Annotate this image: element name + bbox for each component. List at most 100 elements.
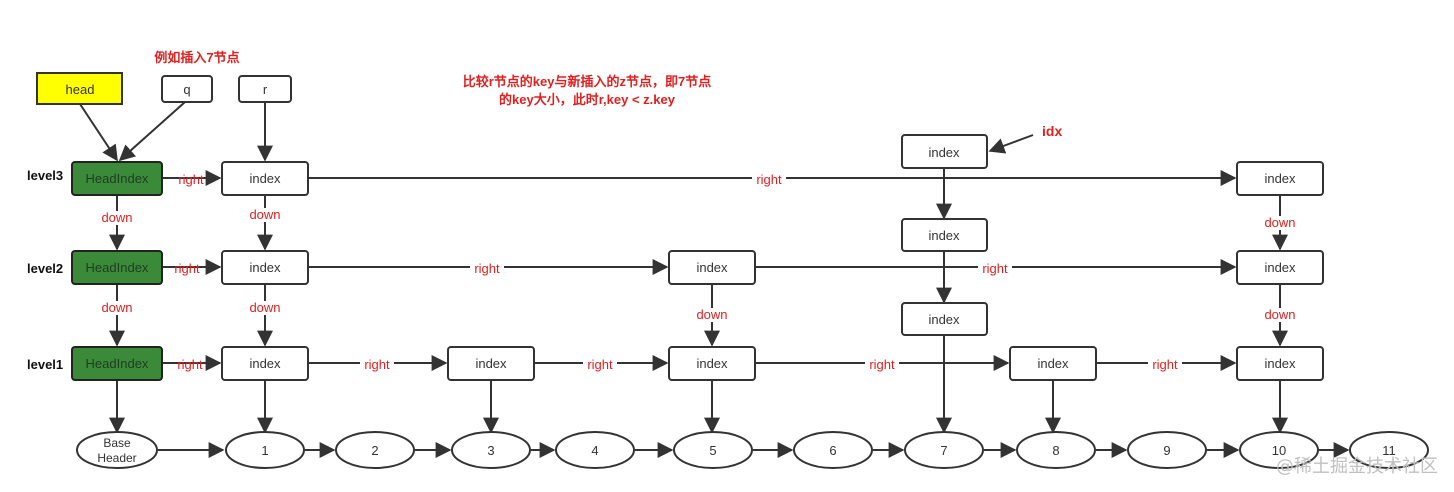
- index-box: [901, 134, 988, 169]
- label-background: [1148, 357, 1182, 371]
- index-box: [1236, 161, 1324, 196]
- down-label: down: [249, 300, 280, 315]
- base-node-new: 7: [904, 431, 984, 469]
- r-label: r: [263, 82, 268, 97]
- base-node-ellipse: [225, 431, 305, 469]
- label-background: [246, 301, 284, 315]
- index-label: index: [1264, 356, 1296, 371]
- index-node: index: [1236, 250, 1324, 285]
- head-label: head: [66, 82, 95, 97]
- base-header-line2: Header: [97, 451, 136, 465]
- index-node: index: [221, 346, 309, 381]
- index-box: [1236, 250, 1324, 285]
- level3-label: level3: [27, 168, 63, 183]
- base-node: 10: [1239, 431, 1319, 469]
- pointer-q: q: [161, 75, 213, 103]
- right-label: right: [474, 261, 500, 276]
- label-background: [693, 308, 731, 322]
- q-to-headindex-edge: [118, 101, 186, 162]
- compare-note-line1: 比较r节点的key与新插入的z节点，即7节点: [463, 74, 711, 89]
- base-node-label: 3: [487, 443, 494, 458]
- index-node: index: [1009, 346, 1097, 381]
- head-index-box: [71, 250, 163, 285]
- right-label: right: [1152, 357, 1178, 372]
- base-node-ellipse: [1349, 431, 1429, 469]
- index-node: index: [221, 250, 309, 285]
- index-label: index: [928, 145, 960, 160]
- right-label: right: [587, 357, 613, 372]
- index-node: index: [1236, 161, 1324, 196]
- idx-pointer-edge: [988, 134, 1034, 154]
- base-node: 6: [793, 431, 873, 469]
- head-index-label: HeadIndex: [86, 171, 149, 186]
- base-node-ellipse: [904, 431, 984, 469]
- down-label: down: [101, 210, 132, 225]
- index-box: [1009, 346, 1097, 381]
- right-label: right: [178, 172, 204, 187]
- label-background: [246, 208, 284, 222]
- index-label: index: [1264, 260, 1296, 275]
- label-background: [865, 357, 899, 371]
- base-node-label: 4: [591, 443, 598, 458]
- right-label: right: [869, 357, 895, 372]
- level2-label: level2: [27, 261, 63, 276]
- r-box: [238, 75, 292, 103]
- base-node-label: 6: [829, 443, 836, 458]
- base-node-label: 5: [709, 443, 716, 458]
- base-node: 5: [673, 431, 753, 469]
- base-node-ellipse: [793, 431, 873, 469]
- index-box: [221, 250, 309, 285]
- base-header-line1: Base: [103, 436, 131, 450]
- index-label: index: [249, 171, 281, 186]
- base-node: 1: [225, 431, 305, 469]
- base-node-label: 8: [1052, 443, 1059, 458]
- head-index-l1: HeadIndex: [71, 346, 163, 381]
- right-label: right: [174, 261, 200, 276]
- label-background: [98, 301, 136, 315]
- index-box: [901, 218, 988, 252]
- index-label: index: [696, 260, 728, 275]
- head-index-label: HeadIndex: [86, 260, 149, 275]
- base-node: 11: [1349, 431, 1429, 469]
- index-label: index: [249, 260, 281, 275]
- index-box: [901, 302, 988, 336]
- base-node-label: 10: [1272, 443, 1286, 458]
- label-background: [978, 261, 1012, 275]
- base-node-label: 11: [1382, 443, 1396, 458]
- base-node-label: 2: [371, 443, 378, 458]
- base-node-ellipse: [1239, 431, 1319, 469]
- head-to-headindex-edge: [79, 103, 118, 162]
- base-node-label: 7: [940, 443, 947, 458]
- index-node: index: [1236, 346, 1324, 381]
- base-node-ellipse: [1127, 431, 1207, 469]
- base-node-ellipse: [451, 431, 531, 469]
- base-node: 8: [1016, 431, 1096, 469]
- index-label: index: [696, 356, 728, 371]
- base-header-node: Base Header: [76, 431, 158, 469]
- head-index-l3: HeadIndex: [71, 161, 163, 196]
- label-background: [98, 211, 136, 225]
- base-node: 4: [555, 431, 635, 469]
- q-label: q: [183, 82, 190, 97]
- index-node-new-mid: index: [901, 218, 988, 252]
- index-label: index: [1264, 171, 1296, 186]
- index-node: index: [447, 346, 535, 381]
- head-index-l2: HeadIndex: [71, 250, 163, 285]
- index-box: [447, 346, 535, 381]
- index-label: index: [249, 356, 281, 371]
- base-node-ellipse: [555, 431, 635, 469]
- base-node-ellipse: [1016, 431, 1096, 469]
- index-node: index: [668, 346, 756, 381]
- down-label: down: [1264, 307, 1295, 322]
- base-header-ellipse: [76, 431, 158, 469]
- base-node-ellipse: [335, 431, 415, 469]
- index-box: [668, 346, 756, 381]
- down-label: down: [696, 307, 727, 322]
- insert-note: 例如插入7节点: [154, 50, 239, 65]
- base-node-label: 9: [1163, 443, 1170, 458]
- index-node-new-low: index: [901, 302, 988, 336]
- label-background: [1261, 308, 1299, 322]
- down-label: down: [101, 300, 132, 315]
- label-background: [470, 261, 504, 275]
